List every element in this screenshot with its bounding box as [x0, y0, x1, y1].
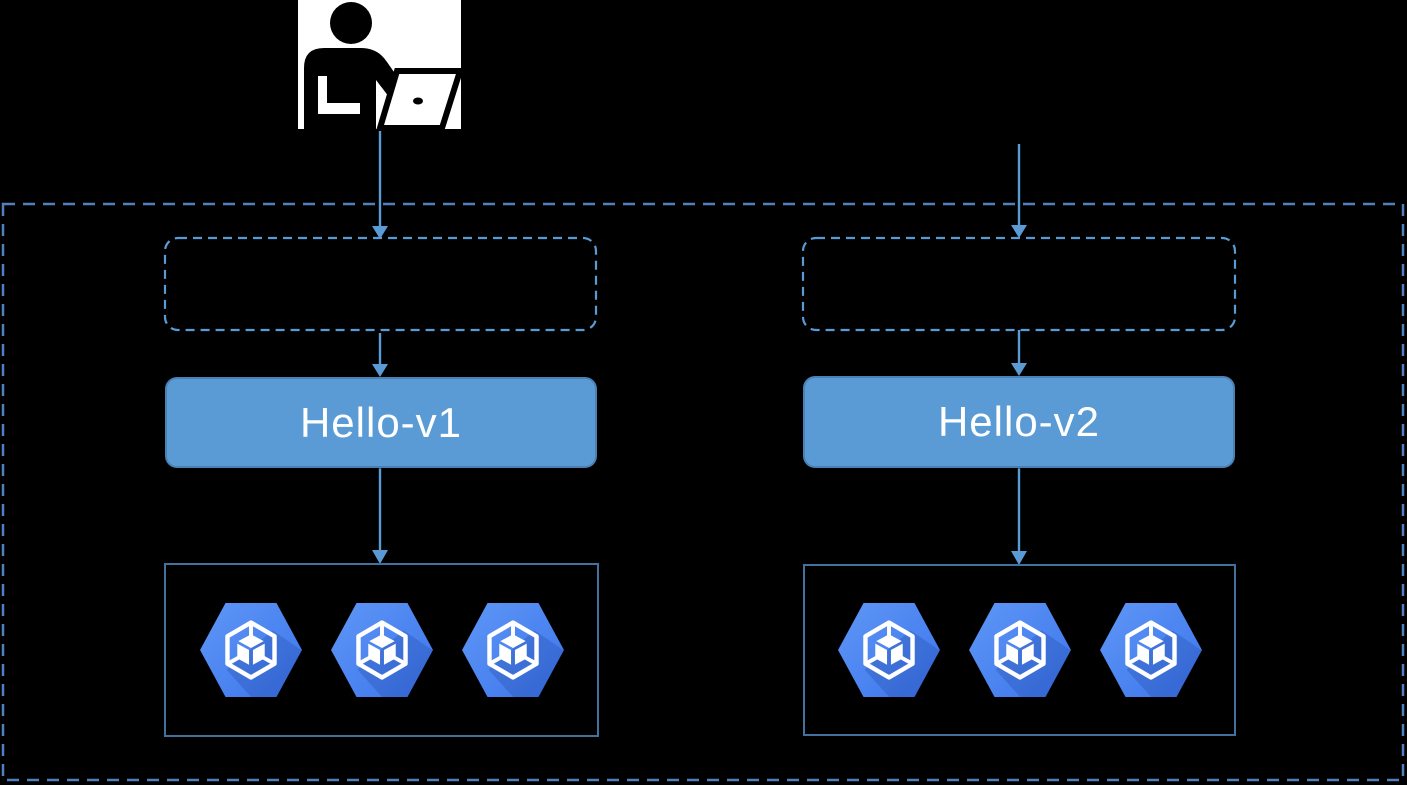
gke-pod-icon: [460, 601, 566, 699]
service-box-hello-v2: Hello-v2: [803, 376, 1235, 468]
service-label-v1: Hello-v1: [299, 398, 463, 446]
ingress-box-v1: [163, 236, 598, 332]
gke-pod-icon: [836, 601, 942, 699]
gke-pod-icon: [967, 601, 1073, 699]
service-label-v2: Hello-v2: [937, 398, 1101, 445]
user-card: [298, 0, 461, 129]
gke-pod-icon: [1098, 601, 1204, 699]
person-at-laptop-icon: [298, 0, 461, 129]
arrow-ingress-v2-to-service: [1011, 330, 1027, 376]
arrow-user-to-ingress-v1: [372, 131, 388, 239]
arrow-top-to-ingress-v2: [1011, 144, 1027, 238]
pods-group-v2: [803, 564, 1236, 736]
service-box-hello-v1: Hello-v1: [165, 377, 597, 468]
arrow-service-v1-to-pods: [372, 468, 388, 564]
arrow-service-v2-to-pods: [1011, 468, 1027, 565]
pods-group-v1: [164, 563, 599, 737]
gke-pod-icon: [198, 601, 304, 699]
gke-pod-icon: [329, 601, 435, 699]
cluster-boundary: [1, 202, 1405, 782]
arrow-ingress-v1-to-service: [372, 333, 388, 377]
ingress-box-v2: [801, 236, 1237, 332]
